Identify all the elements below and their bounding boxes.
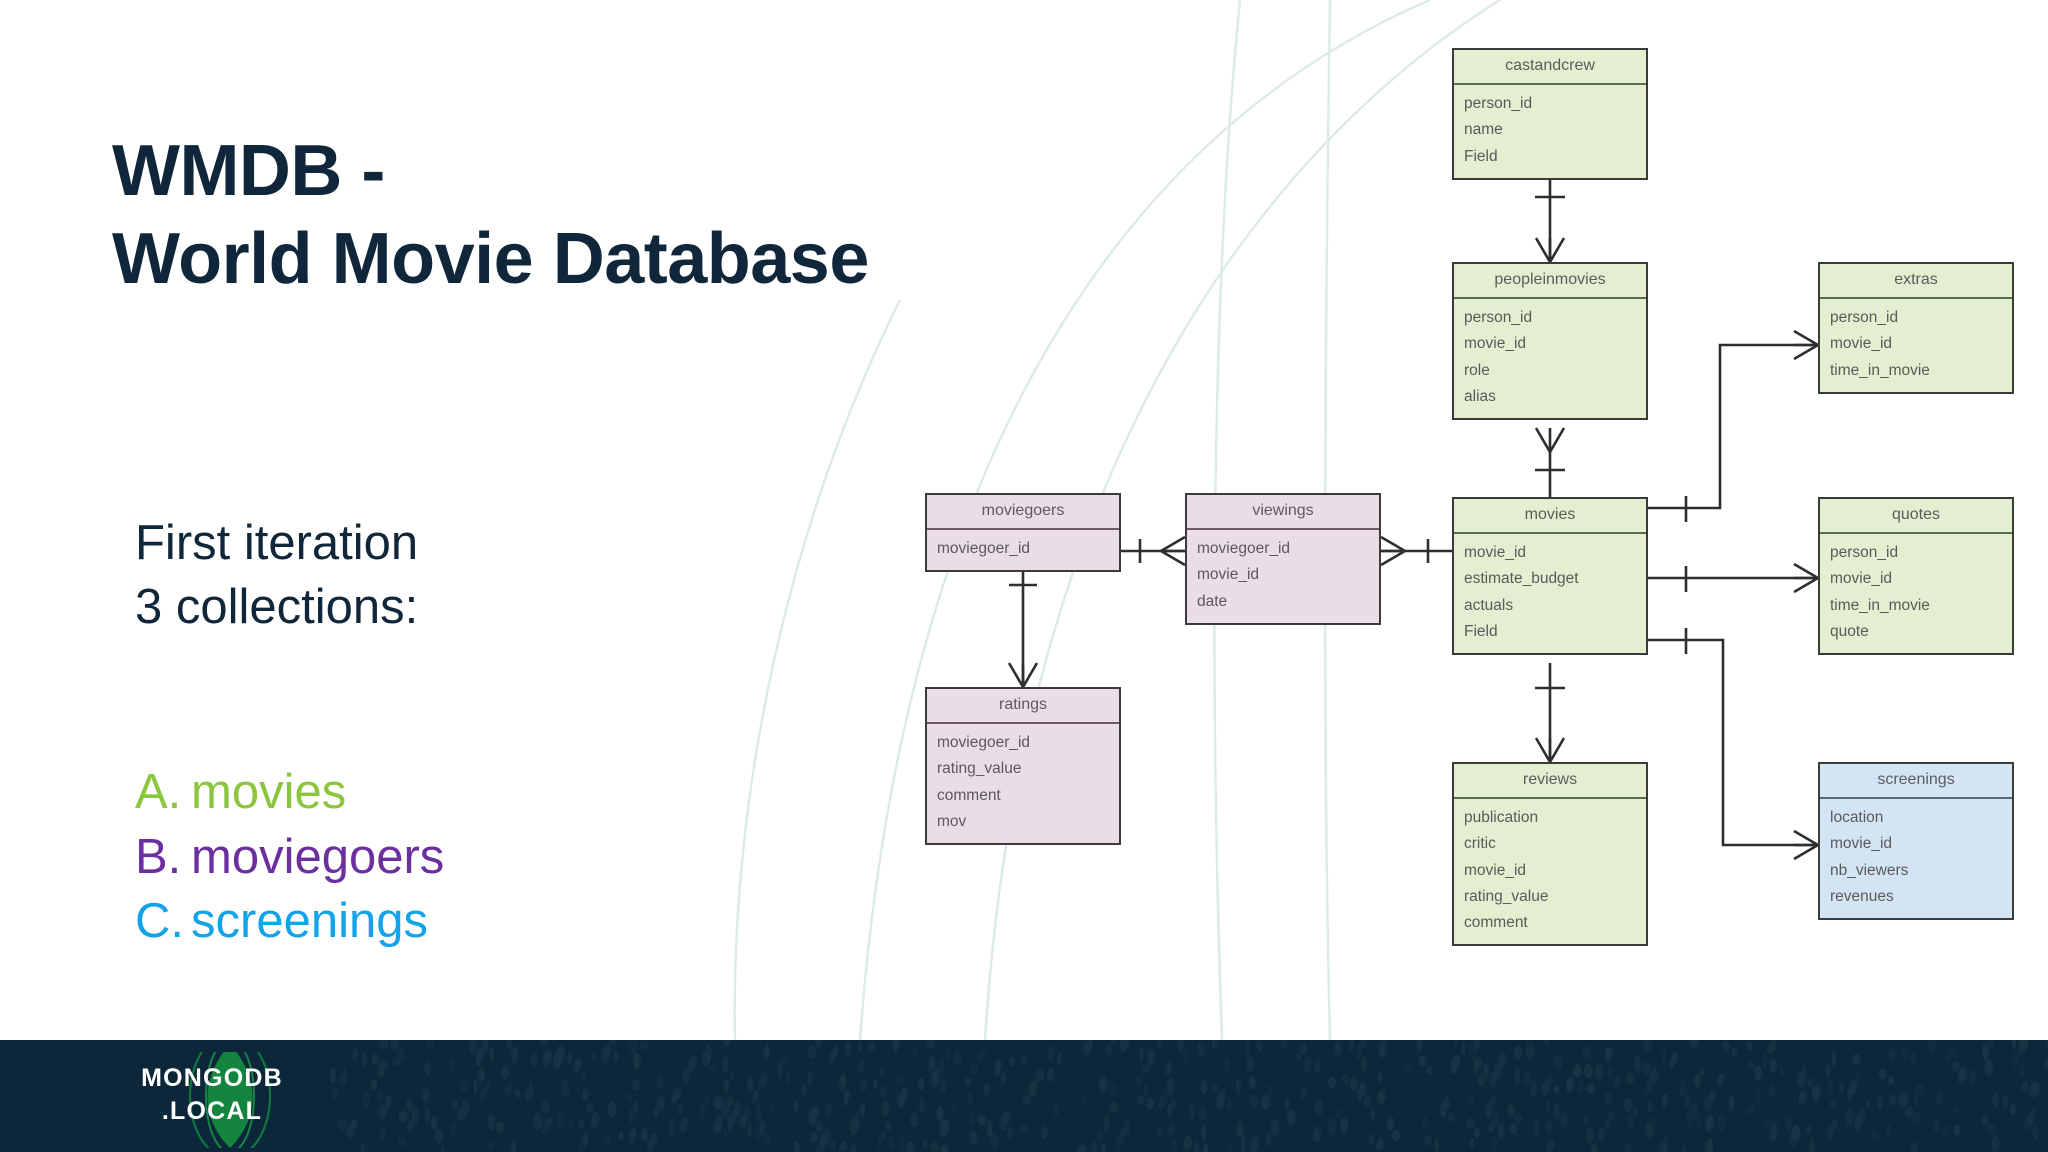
er-field: Field: [1464, 147, 1498, 165]
list-item: A. movies: [135, 760, 444, 825]
er-field: rating_value: [1464, 887, 1549, 905]
er-field: movie_id: [1464, 335, 1527, 353]
er-field: movie_id: [1830, 835, 1893, 853]
list-item-label: movies: [191, 765, 347, 819]
er-field: movie_id: [1830, 335, 1893, 353]
er-field: alias: [1464, 387, 1496, 405]
er-field: Field: [1464, 622, 1498, 640]
brand-wordmark: MONGODB .LOCAL: [112, 1062, 312, 1127]
er-field-list: person_id movie_id time_in_movie: [1820, 299, 2012, 392]
er-field-list: location movie_id nb_viewers revenues: [1820, 799, 2012, 918]
er-field: nb_viewers: [1830, 861, 1909, 879]
er-field: comment: [937, 786, 1001, 804]
brand-line-2: .LOCAL: [161, 1096, 263, 1125]
er-field: name: [1464, 121, 1503, 139]
er-table-extras: extras person_id movie_id time_in_movie: [1818, 262, 2014, 394]
er-field: time_in_movie: [1830, 361, 1930, 379]
er-field: estimate_budget: [1464, 570, 1579, 588]
er-field: movie_id: [1197, 566, 1260, 584]
er-table-title: castandcrew: [1454, 50, 1646, 85]
er-field: publication: [1464, 809, 1539, 826]
footer-leaf-pattern: [330, 1040, 2048, 1152]
er-field: person_id: [1464, 309, 1533, 326]
list-item-label: moviegoers: [191, 829, 445, 884]
er-field: person_id: [1464, 95, 1533, 112]
intro-text: First iteration 3 collections:: [135, 516, 419, 634]
er-field-list: moviegoer_id: [927, 530, 1119, 570]
footer-band: [0, 1040, 2048, 1152]
collection-list: A. movies B. moviegoers C. screenings: [135, 760, 444, 954]
er-table-title: movies: [1454, 499, 1646, 534]
mongodb-leaf-icon: [188, 1052, 272, 1148]
er-table-title: ratings: [927, 689, 1119, 724]
er-table-title: peopleinmovies: [1454, 264, 1646, 299]
er-field: moviegoer_id: [937, 540, 1031, 557]
er-field: location: [1830, 809, 1884, 826]
er-field: actuals: [1464, 596, 1514, 614]
er-field: time_in_movie: [1830, 596, 1930, 614]
list-item-marker: B.: [135, 829, 182, 884]
list-item: C. screenings: [135, 889, 444, 954]
er-field: movie_id: [1464, 861, 1527, 879]
er-field: quote: [1830, 622, 1869, 640]
er-table-title: reviews: [1454, 764, 1646, 799]
er-field: role: [1464, 361, 1490, 379]
er-field: movie_id: [1464, 544, 1527, 561]
er-table-reviews: reviews publication critic movie_id rating_v…: [1452, 762, 1648, 947]
list-item-marker: C.: [135, 894, 184, 949]
er-field: revenues: [1830, 887, 1894, 905]
er-table-title: quotes: [1820, 499, 2012, 534]
list-item: B. moviegoers: [135, 825, 444, 890]
er-field: person_id: [1830, 309, 1899, 326]
er-table-title: viewings: [1187, 495, 1379, 530]
list-item-marker: A.: [135, 765, 182, 819]
er-table-title: extras: [1820, 264, 2012, 299]
er-field: person_id: [1830, 544, 1899, 561]
er-table-moviegoers: moviegoers moviegoer_id: [925, 493, 1121, 573]
er-field: mov: [937, 812, 967, 830]
er-table-title: screenings: [1820, 764, 2012, 799]
er-field: movie_id: [1830, 570, 1893, 588]
er-table-title: moviegoers: [927, 495, 1119, 530]
er-field: rating_value: [937, 760, 1022, 778]
list-item-label: screenings: [191, 894, 428, 949]
er-field: critic: [1464, 835, 1496, 853]
page-title: WMDB - World Movie Database: [112, 131, 869, 299]
er-field: comment: [1464, 914, 1528, 932]
brand-line-1: MONGODB: [141, 1064, 283, 1092]
er-field: date: [1197, 592, 1228, 610]
er-field: moviegoer_id: [937, 734, 1031, 751]
er-field: moviegoer_id: [1197, 540, 1291, 557]
